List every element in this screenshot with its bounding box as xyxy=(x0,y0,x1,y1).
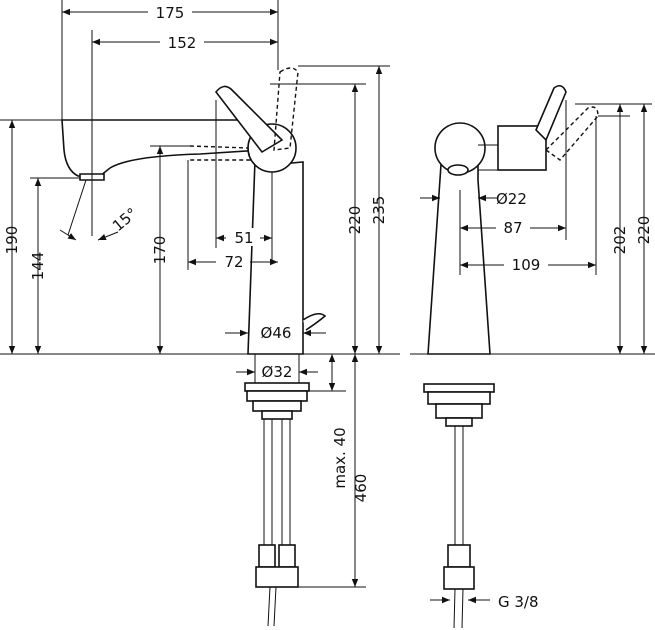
dim-thread: G 3/8 xyxy=(498,593,539,611)
dim-51: 51 xyxy=(234,229,253,247)
dim-109: 109 xyxy=(512,256,541,274)
front-body xyxy=(427,149,491,355)
front-lever-alt xyxy=(544,106,599,161)
mounting-ring xyxy=(244,382,310,392)
dim-235: 235 xyxy=(370,196,388,225)
side-view: 175 152 15° 190 144 170 51 72 Ø46 xyxy=(0,0,400,627)
dim-72: 72 xyxy=(224,253,243,271)
supply-hoses xyxy=(255,419,299,627)
front-view: Ø22 87 109 202 220 G 3/8 xyxy=(410,84,655,629)
dim-175: 175 xyxy=(156,4,185,22)
lever-alt-position xyxy=(273,67,299,151)
dim-220-left: 220 xyxy=(346,206,364,235)
dim-22: Ø22 xyxy=(496,190,527,208)
dim-max40: max. 40 xyxy=(331,427,349,488)
dim-87: 87 xyxy=(503,219,522,237)
dim-202: 202 xyxy=(611,226,629,255)
dim-32: Ø32 xyxy=(262,363,293,381)
dim-144: 144 xyxy=(29,252,47,281)
dim-46: Ø46 xyxy=(261,324,292,342)
dim-460: 460 xyxy=(352,474,370,503)
front-lever-block xyxy=(497,125,547,171)
handle-lever xyxy=(214,85,284,154)
dim-190: 190 xyxy=(3,226,21,255)
dim-152: 152 xyxy=(168,34,197,52)
spout-alt-dash xyxy=(189,145,251,161)
front-lever xyxy=(535,84,567,142)
dim-220-right: 220 xyxy=(635,216,653,245)
dim-170: 170 xyxy=(151,236,169,265)
dim-angle: 15° xyxy=(109,204,141,235)
pop-up-knob xyxy=(302,312,327,331)
